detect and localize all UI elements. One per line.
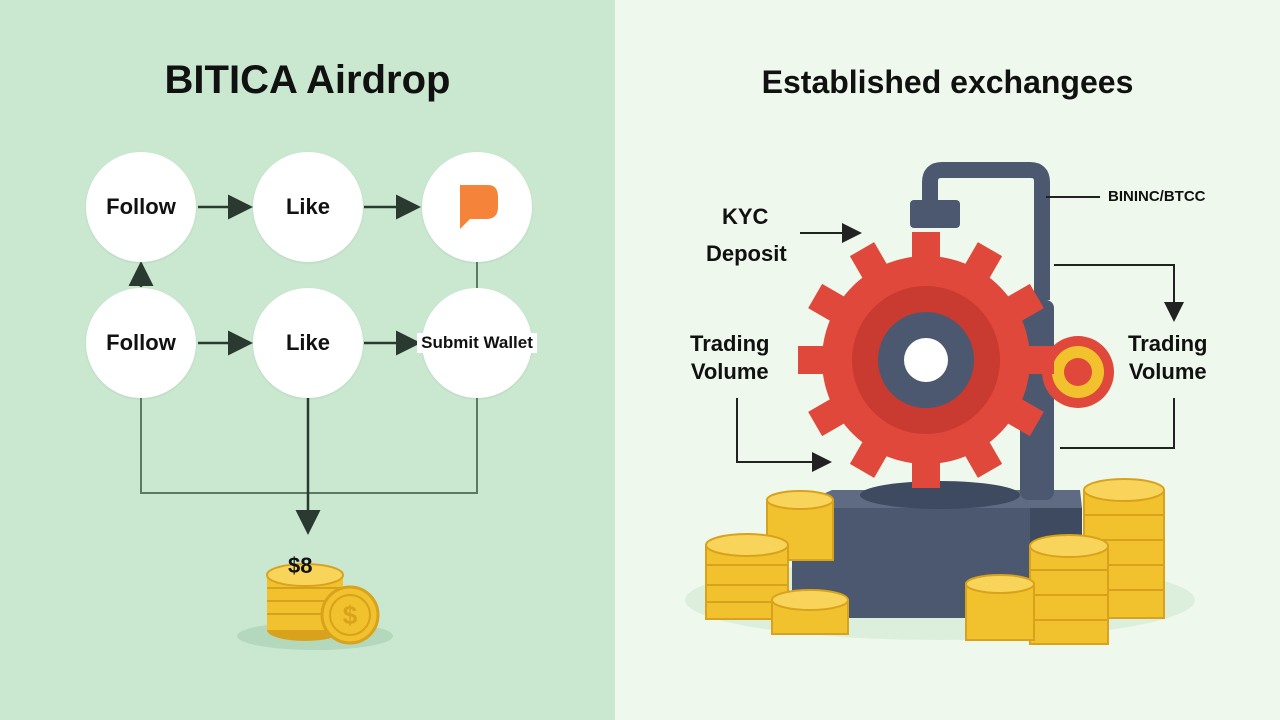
kyc-label: KYC [722,204,769,229]
svg-text:$: $ [343,600,358,630]
reward-amount: $8 [288,553,313,578]
coin-stack-left-back [766,490,834,561]
coin-stack-left [705,533,789,620]
like-top-label: Like [285,194,331,219]
connector-trading-volume-right [1060,398,1175,449]
trading-volume-left-label: Trading Volume [690,330,769,386]
trading-volume-left-line2: Volume [690,359,769,384]
follow-node-top: Follow [86,152,196,262]
coin-stack-right-short [965,574,1035,641]
follow-bottom-label: Follow [106,330,176,355]
dollar-coin-icon: $ [320,585,380,645]
trading-volume-right-label: Trading Volume [1128,330,1207,386]
deposit-label: Deposit [706,241,787,266]
follow-top-label: Follow [106,194,176,219]
coin-stack-right-mid [1029,534,1109,645]
small-gear-icon [1042,336,1114,408]
like-node-top: Like [253,152,363,262]
submit-wallet-node: Submit Wallet [417,288,537,398]
speech-bubble-node [422,152,532,262]
left-title: BITICA Airdrop [164,58,451,102]
gear-icon [798,232,1054,488]
submit-wallet-label: Submit Wallet [417,333,537,353]
like-node-bottom: Like [253,288,363,398]
exchanges-label: BININC/BTCC [1108,188,1206,205]
arrow-trading-volume-left [736,398,832,472]
speech-bubble-icon [460,185,498,229]
arrow-exchanges-down [1054,264,1184,322]
trading-volume-right-line1: Trading [1128,331,1208,356]
coin-stack-front [771,589,849,635]
like-bottom-label: Like [285,330,331,355]
follow-node-bottom: Follow [86,288,196,398]
trading-volume-left-line1: Trading [690,331,770,356]
right-title: Established exchangees [761,64,1134,100]
trading-volume-right-line2: Volume [1128,359,1207,384]
